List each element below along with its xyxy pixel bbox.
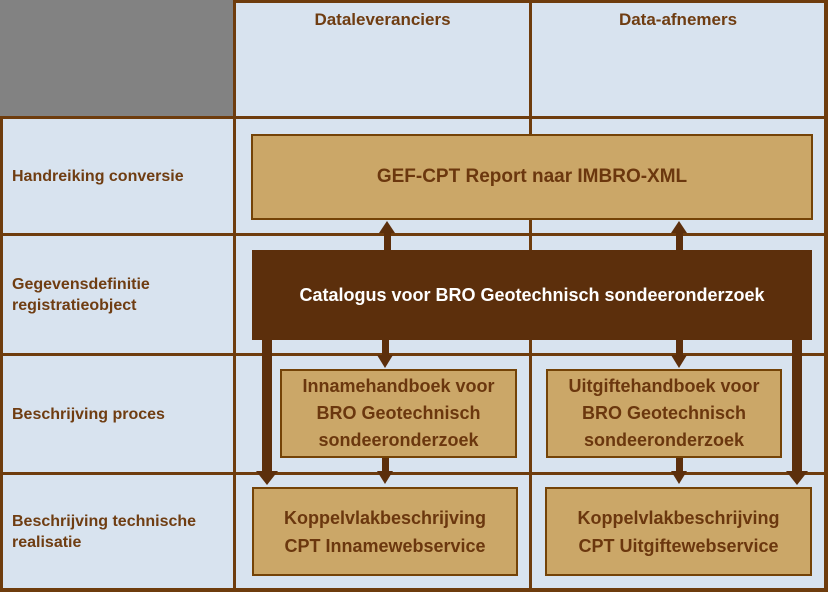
row-label-beschrijving-technische-realisatie: Beschrijving technische realisatie [12, 512, 197, 551]
grid-line-row-4 [0, 472, 828, 475]
arrow-catalogus-to-uitgiftehandboek-shaft [676, 340, 683, 357]
arrow-catalogus-to-koppelvlak-inname-head [256, 471, 278, 485]
row-label-gegevensdefinitie-registratieobject: Gegevensdefinitie registratieobject [12, 275, 150, 314]
grid-line-top [0, 0, 828, 3]
grid-line-row-2 [0, 233, 828, 236]
grid-line-bottom [0, 588, 828, 592]
box-innamehandboek: Innamehandboek voor BRO Geotechnisch son… [280, 369, 517, 458]
box-koppelvlak-uitgifte: Koppelvlakbeschrijving CPT Uitgiftewebse… [545, 487, 812, 576]
corner-cell [0, 0, 233, 116]
arrow-catalogus-to-innamehandboek-head [377, 355, 393, 368]
row-label-handreiking-conversie: Handreiking conversie [12, 167, 184, 185]
grid-line-col-1 [233, 0, 236, 592]
arrow-uitgiftehandboek-to-koppelvlak-head [671, 471, 687, 484]
arrow-catalogus-to-gef-left-head [379, 221, 395, 233]
arrow-catalogus-to-uitgiftehandboek-head [671, 355, 687, 368]
arrow-catalogus-to-koppelvlak-uitgifte-shaft [792, 340, 802, 474]
arrow-catalogus-to-innamehandboek-shaft [382, 340, 389, 357]
box-koppelvlak-inname: Koppelvlakbeschrijving CPT Innamewebserv… [252, 487, 518, 576]
grid-line-right [824, 0, 828, 592]
arrow-catalogus-to-koppelvlak-uitgifte-head [786, 471, 808, 485]
arrow-catalogus-to-gef-left-shaft [384, 231, 391, 250]
box-catalogus: Catalogus voor BRO Geotechnisch sondeero… [252, 250, 812, 340]
grid-line-row-3 [0, 353, 828, 356]
arrow-catalogus-to-koppelvlak-inname-shaft [262, 340, 272, 474]
column-header-data-afnemers: Data-afnemers [618, 10, 738, 29]
arrow-uitgiftehandboek-to-koppelvlak-shaft [676, 458, 683, 473]
arrow-innamehandboek-to-koppelvlak-shaft [382, 458, 389, 473]
arrow-catalogus-to-gef-right-head [671, 221, 687, 233]
grid-line-left [0, 0, 3, 592]
arrow-catalogus-to-gef-right-shaft [676, 231, 683, 250]
arrow-innamehandboek-to-koppelvlak-head [377, 471, 393, 484]
row-label-beschrijving-proces: Beschrijving proces [12, 405, 165, 423]
grid-line-row-1 [0, 116, 828, 119]
box-gef-cpt-report: GEF-CPT Report naar IMBRO-XML [251, 134, 813, 220]
column-header-dataleveranciers: Dataleveranciers [314, 10, 451, 29]
box-uitgiftehandboek: Uitgiftehandboek voor BRO Geotechnisch s… [546, 369, 782, 458]
